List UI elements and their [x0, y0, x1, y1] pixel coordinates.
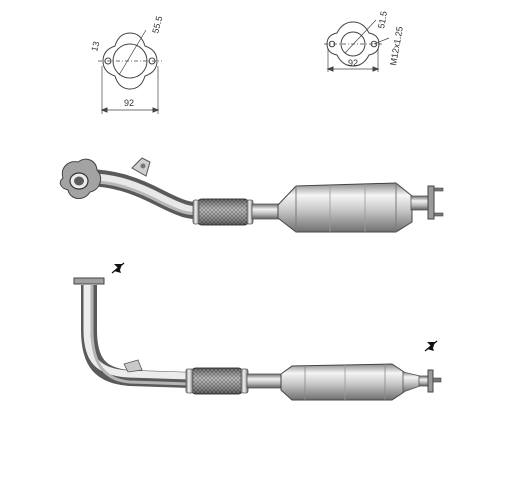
width-dimension: 92	[348, 58, 358, 68]
outlet-cone	[402, 371, 421, 393]
flange-outline	[102, 32, 158, 90]
flex-collar-left	[192, 199, 200, 225]
outlet-pipe	[410, 195, 430, 211]
bore-dimension: 51.5	[376, 10, 389, 29]
flex-coupling-shade	[197, 199, 249, 225]
inlet-flange-bore-inner	[74, 176, 84, 186]
converter-assembly-bottom	[73, 277, 442, 401]
width-dimension: 92	[124, 98, 134, 108]
bolt-arrow-icon	[424, 340, 438, 352]
catalyst-body	[280, 363, 405, 401]
outlet-flange	[427, 185, 435, 220]
inlet-pipe-highlight	[75, 173, 205, 215]
outlet-bolt-bottom	[433, 212, 444, 217]
mid-pipe	[251, 203, 281, 220]
mid-pipe	[246, 373, 284, 389]
flex-collar-left	[185, 368, 194, 394]
catalyst-body	[277, 182, 413, 233]
sensor-boss	[140, 163, 146, 169]
converter-assembly-top	[59, 157, 444, 233]
flange-drawing-left	[98, 29, 162, 114]
bore-dimension-line	[344, 19, 377, 54]
outlet-bolt	[432, 377, 442, 383]
width-arrow-right	[372, 66, 380, 72]
inlet-pipe-midtone	[81, 180, 201, 216]
width-arrow-left	[100, 107, 108, 113]
bore-dimension-line	[118, 29, 147, 76]
width-arrow-right	[152, 107, 160, 113]
down-pipe-midtone	[90, 285, 191, 386]
width-arrow-left	[326, 66, 334, 72]
inlet-flange-plate	[73, 277, 105, 285]
bolt-leader-line	[373, 37, 390, 45]
bolt-arrow-icon	[111, 262, 125, 274]
sensor-bracket	[123, 359, 143, 373]
flex-coupling-shade	[191, 368, 243, 394]
flange-bore	[340, 31, 366, 57]
bore-dimension: 55.5	[150, 15, 164, 35]
flange-drawing-right	[324, 19, 390, 72]
outlet-bolt-top	[433, 187, 444, 192]
outlet-flange	[427, 369, 434, 393]
bolt-spec-label: M12x1.25	[388, 26, 405, 67]
bolt-hole-dimension: 13	[89, 40, 101, 52]
